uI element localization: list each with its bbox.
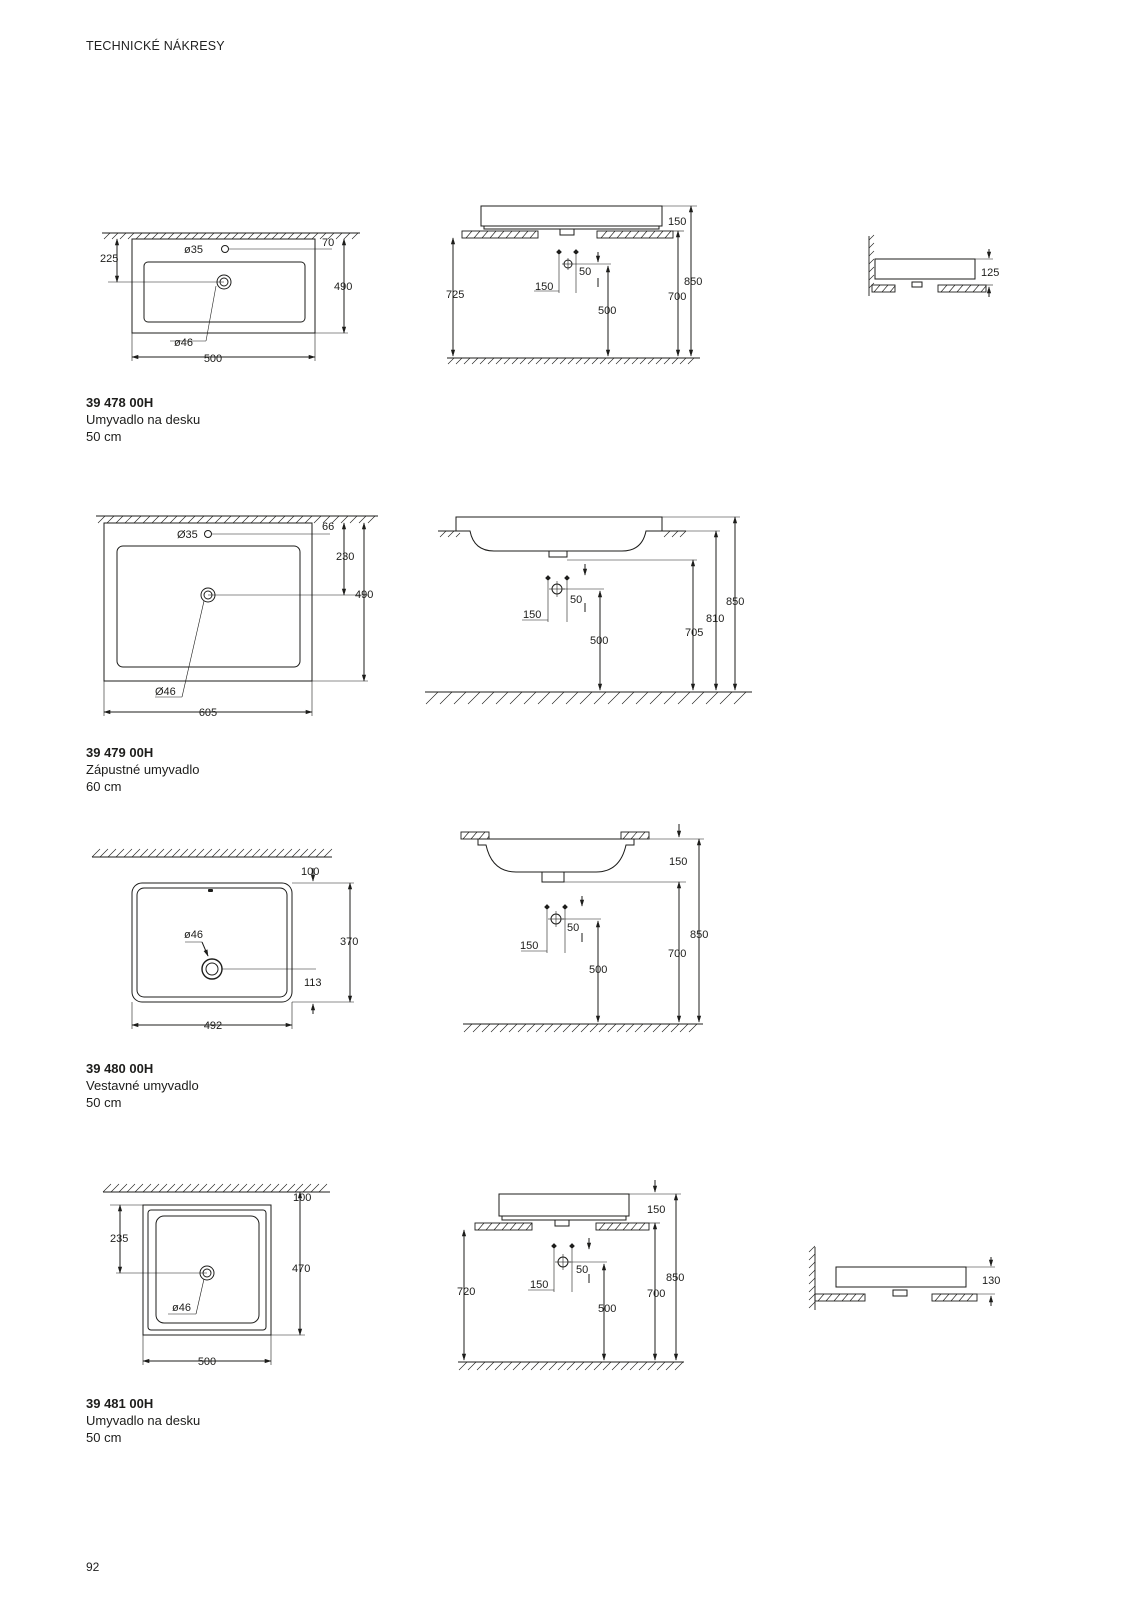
product-name: Umyvadlo na desku [86,412,201,427]
dim-back-offset: 100 [301,866,319,878]
dim-supply-height: 500 [590,635,608,647]
dim-detail-height: 125 [981,267,999,279]
dim-drain-offset: 235 [110,1233,128,1245]
product-caption-39478: 39 478 00H Umyvadlo na desku 50 cm [86,394,200,445]
dim-rim-height: 150 [647,1204,665,1216]
dim-depth: 490 [334,281,352,293]
dim-drain: ø46 [184,929,203,941]
dim-tap-spacing: 150 [523,609,541,621]
detail-view-39478: 125 [868,234,999,297]
dim-trap-height: 700 [647,1288,665,1300]
dim-supply-height: 500 [589,964,607,976]
dim-counter-height: 725 [446,289,464,301]
dim-drain-offset: 230 [336,551,354,563]
side-view-39478: 150 725 850 700 150 50 500 [446,205,702,365]
detail-view-39481: 130 [808,1245,1000,1310]
plan-view-39480: 100 370 ø46 113 492 [91,848,358,1032]
dim-trap-height: 705 [685,627,703,639]
product-name: Vestavné umyvadlo [86,1078,199,1093]
page-header-title: TECHNICKÉ NÁKRESY [86,39,225,53]
dim-tap-spacing: 150 [535,281,553,293]
dim-overflow: ø35 [184,244,203,256]
dim-tap-spacing: 150 [530,1279,548,1291]
dim-total-height: 850 [726,596,744,608]
side-view-39479: 850 810 705 150 50 500 [425,516,752,705]
dim-counter-height: 720 [457,1286,475,1298]
dim-drain: Ø46 [155,686,176,698]
dim-tap-offset: 50 [579,266,591,278]
product-caption-39479: 39 479 00H Zápustné umyvadlo 60 cm [86,744,199,795]
dim-back-offset: 66 [322,521,334,533]
dim-width: 605 [199,707,217,719]
product-caption-39481: 39 481 00H Umyvadlo na desku 50 cm [86,1395,200,1446]
plan-view-39479: Ø35 66 230 490 Ø46 605 [96,515,378,719]
dim-tap-offset: 50 [570,594,582,606]
dim-supply-height: 500 [598,305,616,317]
product-name: Zápustné umyvadlo [86,762,200,777]
dim-width: 500 [198,1356,216,1368]
side-view-39481: 150 720 850 700 150 50 500 [457,1180,684,1371]
dim-back-offset: 70 [322,237,334,249]
dim-tap-offset: 50 [567,922,579,934]
product-code: 39 481 00H [86,1396,154,1411]
product-size: 60 cm [86,779,122,794]
dim-tap-offset: 50 [576,1264,588,1276]
side-view-39480: 150 850 700 150 50 500 [460,824,708,1033]
dim-width: 492 [204,1020,222,1032]
product-size: 50 cm [86,1095,122,1110]
product-code: 39 480 00H [86,1061,154,1076]
dim-trap-height: 700 [668,291,686,303]
dim-drain-offset: 225 [100,253,118,265]
page-number: 92 [86,1560,100,1574]
product-caption-39480: 39 480 00H Vestavné umyvadlo 50 cm [86,1060,199,1111]
product-size: 50 cm [86,1430,122,1445]
dim-width: 500 [204,353,222,365]
dim-counter-height: 810 [706,613,724,625]
dim-rim-height: 150 [668,216,686,228]
dim-front-offset: 113 [304,977,322,989]
product-code: 39 478 00H [86,395,154,410]
dim-bowl-depth: 150 [669,856,687,868]
dim-drain: ø46 [174,337,193,349]
dim-total-height: 850 [690,929,708,941]
dim-depth: 370 [340,936,358,948]
dim-drain: ø46 [172,1302,191,1314]
product-code: 39 479 00H [86,745,154,760]
plan-view-39481: 100 235 470 ø46 500 [102,1183,330,1368]
product-size: 50 cm [86,429,122,444]
dim-back-offset: 100 [293,1192,311,1204]
product-name: Umyvadlo na desku [86,1413,201,1428]
dim-supply-height: 500 [598,1303,616,1315]
dim-depth: 470 [292,1263,310,1275]
dim-overflow: Ø35 [177,529,198,541]
dim-tap-spacing: 150 [520,940,538,952]
dim-depth: 490 [355,589,373,601]
plan-view-39478: ø35 70 225 490 ø46 500 [100,232,360,365]
dim-total-height: 850 [666,1272,684,1284]
dim-total-height: 850 [684,276,702,288]
dim-detail-height: 130 [982,1275,1000,1287]
dim-trap-height: 700 [668,948,686,960]
